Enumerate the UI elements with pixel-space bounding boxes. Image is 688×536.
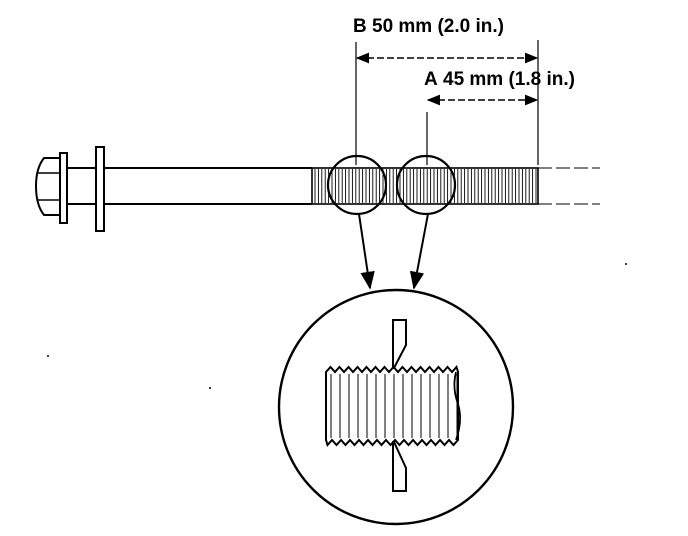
- bolt-flange: [59, 152, 68, 224]
- dimension-b-value: 50 mm (2.0 in.): [372, 16, 504, 37]
- dimension-b: B 50 mm (2.0 in.): [353, 16, 539, 165]
- speck: [209, 387, 211, 389]
- zoom-thread-hatch: [330, 374, 458, 438]
- zoom-detail: [277, 288, 515, 526]
- dimension-b-letter: B: [353, 16, 367, 37]
- speck: [625, 263, 627, 265]
- zoom-rod-break: [453, 371, 461, 441]
- dimension-a: A 45 mm (1.8 in.): [424, 69, 575, 165]
- leader-arrow-a: [409, 213, 429, 290]
- dimension-a-value: 45 mm (1.8 in.): [443, 69, 575, 90]
- zoom-thread-rod: [325, 365, 459, 447]
- speck: [47, 355, 49, 357]
- bolt-washer: [95, 146, 105, 232]
- thread-hatch: [314, 169, 537, 203]
- dimension-a-letter: A: [424, 69, 438, 90]
- inspection-circle-a: [395, 154, 457, 216]
- bolt-hex-head: [34, 157, 60, 216]
- inspection-circle-b: [326, 154, 388, 216]
- bolt-thread-section: [311, 167, 539, 205]
- zoom-plate-bottom: [392, 441, 407, 492]
- zoom-circle: [277, 288, 515, 526]
- bolt: [34, 146, 600, 232]
- leader-arrow-b: [358, 213, 375, 290]
- zoom-plate-top: [392, 319, 407, 369]
